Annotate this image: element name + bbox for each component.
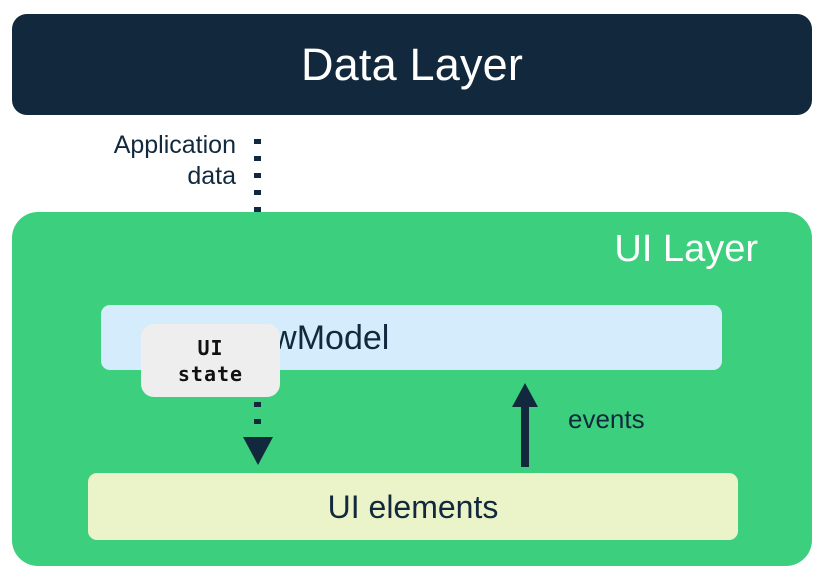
ui-state-line-1: UI: [197, 335, 224, 360]
ui-layer-title: UI Layer: [614, 228, 758, 270]
data-layer-title: Data Layer: [300, 39, 524, 90]
events-label: events: [568, 404, 645, 434]
ui-state-dotted-line: [254, 402, 261, 434]
ui-state-arrowhead-icon: [243, 437, 273, 465]
ui-elements-box: UI elements: [88, 473, 738, 540]
ui-elements-label: UI elements: [327, 488, 499, 525]
ui-state-pill: UI state: [141, 324, 280, 397]
events-arrowhead-icon: [512, 383, 538, 407]
ui-state-line-2: state: [177, 361, 244, 386]
events-arrow-shaft: [521, 405, 529, 467]
data-layer-box: Data Layer: [12, 14, 812, 115]
application-data-dotted-line: [254, 139, 261, 265]
application-data-label: Application data: [113, 131, 236, 190]
